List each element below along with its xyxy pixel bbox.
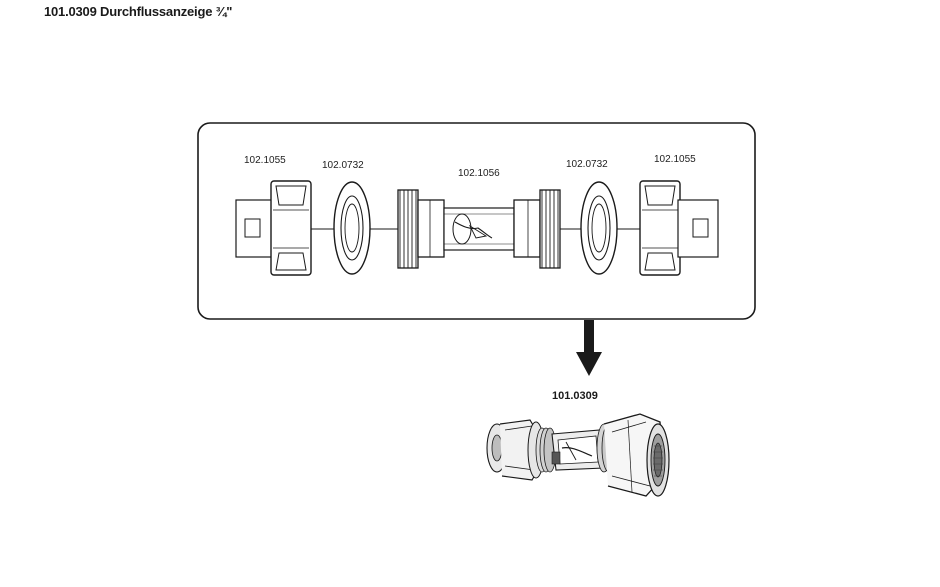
left-tail-piece (235, 199, 277, 258)
part-label-body: 102.1056 (458, 168, 500, 179)
left-nut-part (270, 180, 312, 276)
right-nut-part (639, 180, 681, 276)
part-label-right-nut: 102.1055 (654, 154, 696, 165)
diagram-title: 101.0309 Durchflussanzeige ¾" (44, 4, 233, 19)
flow-indicator-body-part (397, 189, 561, 269)
part-label-right-seal: 102.0732 (566, 159, 608, 170)
part-label-left-seal: 102.0732 (322, 160, 364, 171)
right-tail-piece (677, 199, 719, 258)
part-label-left-nut: 102.1055 (244, 155, 286, 166)
assembled-product-illustration (486, 413, 670, 497)
assembly-number-label: 101.0309 (552, 390, 598, 402)
assembly-arrow (576, 320, 602, 376)
right-seal-part (580, 181, 618, 275)
left-seal-part (333, 181, 371, 275)
